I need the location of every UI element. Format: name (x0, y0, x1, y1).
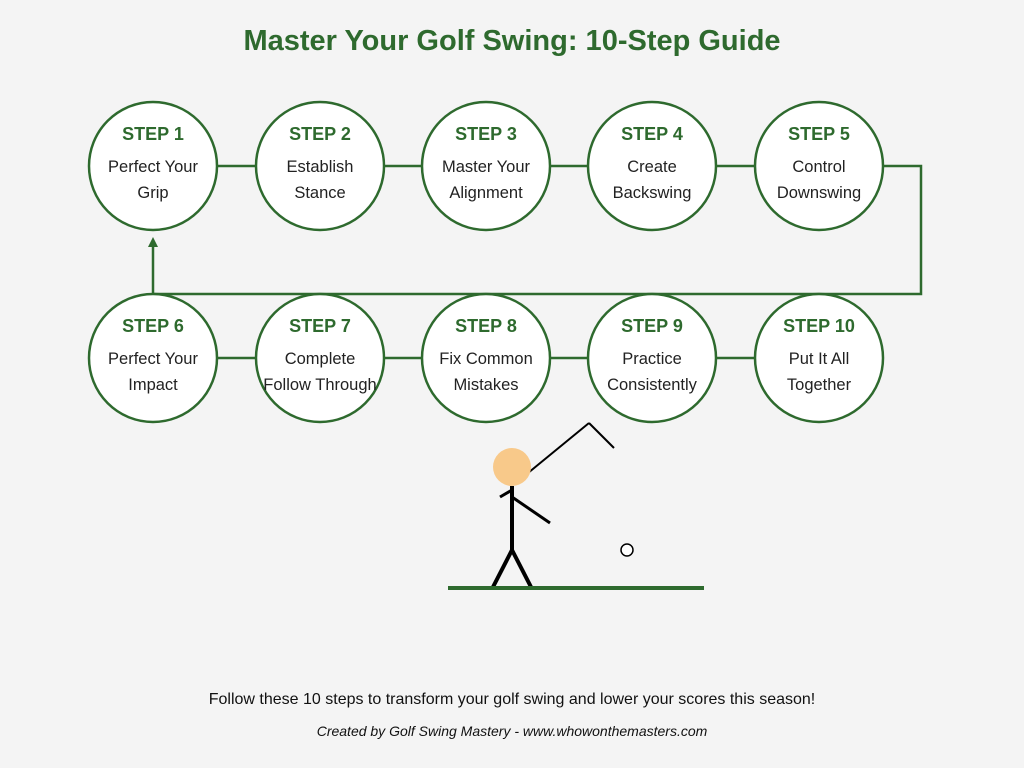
step-label-line2: Mistakes (453, 376, 518, 394)
step-circle (753, 292, 885, 424)
step-number: STEP 7 (289, 316, 351, 336)
step-label-line2: Stance (294, 184, 345, 202)
golfer-leg-right (510, 549, 533, 588)
step-label-line1: Control (792, 158, 845, 176)
golfer-arm-right (511, 495, 551, 525)
golf-club-shaft (527, 422, 590, 474)
step-label-line2: Downswing (777, 184, 861, 202)
wrap-connector (153, 164, 923, 296)
step-label-line1: Practice (622, 350, 682, 368)
step-label-line2: Backswing (613, 184, 692, 202)
golfer-arm-left (499, 488, 513, 499)
step-circle (87, 100, 219, 232)
step-label-line1: Fix Common (439, 350, 533, 368)
step-label-line1: Establish (287, 158, 354, 176)
step-circle (254, 100, 386, 232)
tagline-text: Follow these 10 steps to transform your … (209, 691, 816, 708)
step-label-line1: Create (627, 158, 677, 176)
step-number: STEP 4 (621, 124, 683, 144)
step-number: STEP 3 (455, 124, 517, 144)
golf-ball (620, 543, 634, 557)
step-circle (586, 100, 718, 232)
step-number: STEP 2 (289, 124, 351, 144)
step-label-line1: Master Your (442, 158, 531, 176)
page-title: Master Your Golf Swing: 10-Step Guide (243, 25, 780, 57)
step-label-line2: Alignment (449, 184, 523, 202)
step-circle (753, 100, 885, 232)
step-number: STEP 6 (122, 316, 184, 336)
step-number: STEP 1 (122, 124, 184, 144)
step-number: STEP 5 (788, 124, 850, 144)
golf-club-head (588, 422, 615, 449)
step-number: STEP 8 (455, 316, 517, 336)
step-circle (420, 100, 552, 232)
step-label-line2: Consistently (607, 376, 698, 394)
golfer-leg-left (491, 549, 514, 588)
golfer-head (493, 448, 531, 486)
step-number: STEP 10 (783, 316, 855, 336)
step-circle (254, 292, 386, 424)
step-label-line2: Impact (128, 376, 178, 394)
step-label-line2: Follow Through (263, 376, 376, 394)
step-circle (586, 292, 718, 424)
step-label-line1: Perfect Your (108, 350, 198, 368)
step-number: STEP 9 (621, 316, 683, 336)
step-label-line2: Grip (137, 184, 168, 202)
credit-text: Created by Golf Swing Mastery - www.whow… (317, 723, 708, 739)
step-circle (87, 292, 219, 424)
step-circle (420, 292, 552, 424)
step-label-line1: Complete (285, 350, 356, 368)
step-label-line1: Put It All (789, 350, 850, 368)
golfer-illustration (448, 422, 704, 590)
step-label-line2: Together (787, 376, 852, 394)
step-label-line1: Perfect Your (108, 158, 198, 176)
